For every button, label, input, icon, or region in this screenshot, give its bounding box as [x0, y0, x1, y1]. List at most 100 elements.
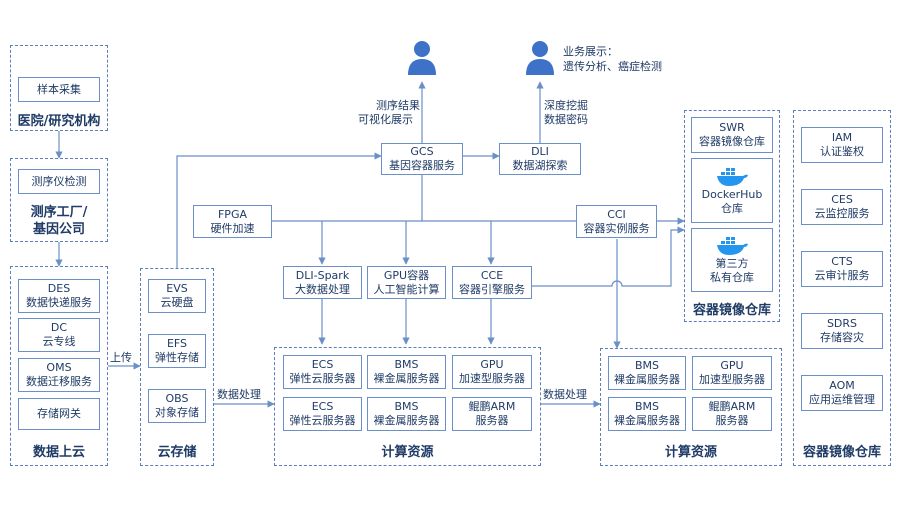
item-name: BMS	[634, 359, 660, 372]
compute-left-group	[274, 347, 541, 466]
compute-right-arm[interactable]: 鲲鹏ARM 服务器	[692, 397, 772, 431]
compute-left-gpu[interactable]: GPU 加速型服务器	[452, 355, 532, 389]
compute-left-bms-2[interactable]: BMS 裸金属服务器	[367, 397, 446, 431]
gpu-container-desc: 人工智能计算	[373, 282, 440, 296]
docker-whale-icon	[717, 237, 748, 255]
sdrs-box[interactable]: SDRS 存储容灾	[801, 313, 883, 349]
compute-right-bms-1[interactable]: BMS 裸金属服务器	[608, 356, 686, 390]
storage-gateway-name: 存储网关	[37, 407, 81, 420]
item-name: ECS	[311, 400, 334, 413]
item-name: BMS	[394, 358, 419, 371]
compute-right-bms-2[interactable]: BMS 裸金属服务器	[608, 397, 686, 431]
item-desc: 裸金属服务器	[614, 373, 680, 386]
swr-box[interactable]: SWR 容器镜像仓库	[691, 117, 773, 153]
cloud-storage-group	[140, 268, 214, 466]
item-name: AOM	[829, 379, 855, 392]
item-desc: 云监控服务	[814, 207, 870, 220]
fpga-box[interactable]: FPGA 硬件加速	[193, 205, 272, 238]
oms-desc: 数据迁移服务	[26, 375, 92, 388]
instrument-box[interactable]: 测序仪检测	[18, 169, 100, 194]
dli-spark-desc: 大数据处理	[295, 282, 350, 296]
item-name: GPU	[480, 358, 504, 371]
compute-right-title: 计算资源	[664, 445, 717, 460]
compute-left-arm[interactable]: 鲲鹏ARM 服务器	[452, 397, 532, 431]
obs-box[interactable]: OBS 对象存储	[148, 389, 206, 423]
aom-box[interactable]: AOM 应用运维管理	[801, 375, 883, 411]
efs-desc: 弹性存储	[155, 351, 199, 364]
label-dli-2: 数据密码	[544, 113, 588, 126]
item-desc: 云审计服务	[814, 269, 870, 282]
evs-name: EVS	[166, 282, 188, 295]
item-name: BMS	[634, 400, 660, 413]
dli-name: DLI	[531, 145, 549, 158]
cce-box[interactable]: CCE 容器引擎服务	[452, 266, 532, 299]
factory-group	[10, 158, 108, 242]
dockerhub-desc: 仓库	[721, 201, 743, 215]
item-name: IAM	[831, 131, 853, 144]
item-name: ECS	[311, 358, 334, 371]
obs-name: OBS	[165, 392, 189, 405]
business-detail: 遗传分析、癌症检测	[563, 60, 662, 73]
cci-name: CCI	[607, 207, 626, 221]
business-title: 业务展示：	[563, 45, 618, 58]
thirdparty-desc: 私有仓库	[710, 271, 754, 284]
ces-box[interactable]: CES 云监控服务	[801, 189, 883, 225]
item-name: 鲲鹏ARM	[468, 400, 516, 413]
item-name: SDRS	[826, 317, 858, 330]
user-icon	[408, 41, 436, 75]
dc-desc: 云专线	[42, 335, 76, 348]
item-name: CTS	[831, 255, 853, 268]
cloud-storage-title: 云存储	[157, 445, 197, 460]
label-visual-1: 测序结果	[376, 99, 420, 112]
data-cloud-group	[10, 266, 108, 466]
compute-right-gpu[interactable]: GPU 加速型服务器	[692, 356, 772, 390]
item-desc: 服务器	[475, 414, 509, 427]
compute-left-ecs-2[interactable]: ECS 弹性云服务器	[283, 397, 362, 431]
gcs-box[interactable]: GCS 基因容器服务	[381, 143, 463, 175]
dli-spark-box[interactable]: DLI-Spark 大数据处理	[283, 266, 362, 299]
iam-box[interactable]: IAM 认证鉴权	[801, 127, 883, 163]
fpga-desc: 硬件加速	[210, 221, 255, 235]
item-desc: 弹性云服务器	[289, 372, 356, 385]
compute-right-group	[600, 348, 782, 466]
data-cloud-title: 数据上云	[32, 445, 85, 460]
item-name: GPU	[720, 359, 744, 372]
des-desc: 数据快递服务	[26, 296, 92, 309]
dli-spark-name: DLI-Spark	[295, 268, 350, 282]
ops-group	[793, 110, 891, 466]
efs-name: EFS	[166, 337, 188, 350]
dc-box[interactable]: DC 云专线	[18, 318, 100, 352]
dli-box[interactable]: DLI 数据湖探索	[499, 143, 581, 175]
image-repo-group	[684, 110, 780, 322]
dc-name: DC	[50, 321, 68, 334]
sample-label: 样本采集	[37, 82, 81, 96]
sample-box[interactable]: 样本采集	[18, 77, 100, 102]
thirdparty-box[interactable]: 第三方 私有仓库	[691, 228, 773, 292]
efs-box[interactable]: EFS 弹性存储	[148, 334, 206, 368]
compute-left-ecs-1[interactable]: ECS 弹性云服务器	[283, 355, 362, 389]
compute-left-bms-1[interactable]: BMS 裸金属服务器	[367, 355, 446, 389]
des-box[interactable]: DES 数据快递服务	[18, 279, 100, 313]
item-name: BMS	[394, 400, 419, 413]
oms-box[interactable]: OMS 数据迁移服务	[18, 358, 100, 392]
evs-box[interactable]: EVS 云硬盘	[148, 279, 206, 313]
dockerhub-name: DockerHub	[701, 187, 763, 201]
user-icon	[526, 41, 554, 75]
docker-whale-icon	[717, 167, 748, 186]
factory-title-2: 基因公司	[32, 222, 85, 237]
storage-gateway-box[interactable]: 存储网关	[18, 398, 100, 430]
label-visual-2: 可视化展示	[358, 113, 413, 126]
instrument-label: 测序仪检测	[31, 174, 87, 188]
oms-name: OMS	[46, 361, 72, 374]
cci-box[interactable]: CCI 容器实例服务	[576, 205, 657, 238]
thirdparty-name: 第三方	[715, 257, 749, 270]
fpga-name: FPGA	[217, 207, 247, 221]
item-desc: 加速型服务器	[459, 372, 525, 385]
gpu-container-box[interactable]: GPU容器 人工智能计算	[367, 266, 446, 299]
item-desc: 裸金属服务器	[614, 414, 680, 427]
label-process-2: 数据处理	[543, 388, 587, 401]
item-desc: 裸金属服务器	[373, 372, 440, 385]
dockerhub-box[interactable]: DockerHub 仓库	[691, 158, 773, 223]
cts-box[interactable]: CTS 云审计服务	[801, 251, 883, 287]
hospital-group	[10, 45, 108, 131]
